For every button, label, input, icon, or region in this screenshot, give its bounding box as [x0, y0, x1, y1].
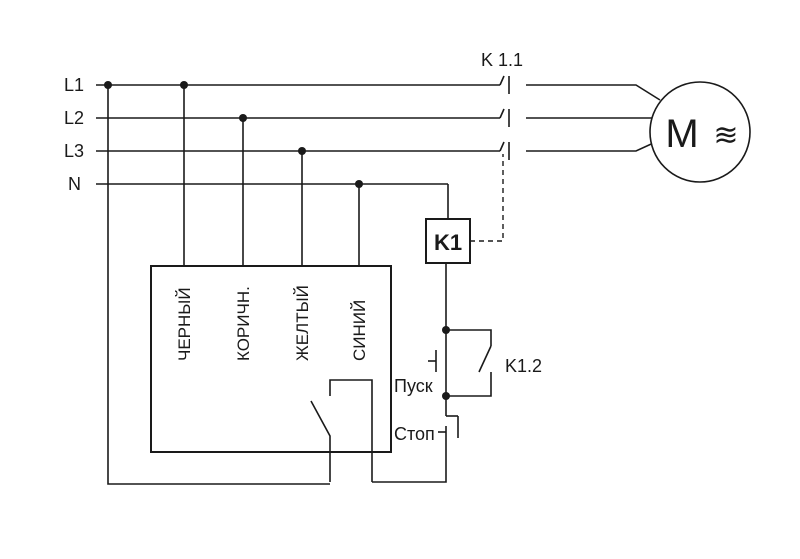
- k1-2-aux-contact: [446, 329, 492, 397]
- terminal-blue-label: СИНИЙ: [350, 300, 369, 361]
- aux-top-wire: [446, 329, 492, 346]
- terminal-brown-label: КОРИЧН.: [234, 286, 253, 361]
- supply-lines: [96, 84, 500, 185]
- k1-coil-label: K1: [434, 230, 462, 255]
- k1-1-main-contacts: [499, 75, 510, 160]
- aux-blade: [478, 345, 492, 373]
- aux-bottom-wire: [446, 372, 492, 397]
- motor-circle: [649, 81, 751, 183]
- stop-button: [438, 396, 459, 438]
- k1-1-label: K 1.1: [481, 50, 523, 70]
- relay-contact-fixed: [329, 379, 373, 482]
- return-wire-stop: [372, 438, 447, 483]
- relay-internal-contact: [310, 379, 373, 482]
- terminal-black-label: ЧЕРНЫЙ: [175, 287, 194, 361]
- start-label: Пуск: [394, 376, 433, 396]
- label-l1: L1: [64, 75, 84, 95]
- motor-feed-l3: [526, 139, 661, 152]
- main-contact-l3-blade: [499, 141, 505, 152]
- mechanical-link: [470, 154, 504, 242]
- label-n: N: [68, 174, 81, 194]
- motor-symbol: M: [665, 112, 698, 156]
- main-contact-l1-blade: [499, 75, 505, 86]
- relay-contact-blade: [310, 400, 331, 482]
- stop-label: Стоп: [394, 424, 435, 444]
- label-l2: L2: [64, 108, 84, 128]
- label-l3: L3: [64, 141, 84, 161]
- motor-ac-symbol: ≋: [713, 119, 738, 152]
- k1-coil: [425, 218, 471, 264]
- k1-2-label: K1.2: [505, 356, 542, 376]
- main-contact-l2-blade: [499, 108, 505, 119]
- return-wire-l1: [107, 85, 330, 485]
- motor-feed-l1: [526, 84, 661, 101]
- terminal-yellow-label: ЖЕЛТЫЙ: [293, 285, 312, 361]
- phase-relay-box: [150, 265, 392, 453]
